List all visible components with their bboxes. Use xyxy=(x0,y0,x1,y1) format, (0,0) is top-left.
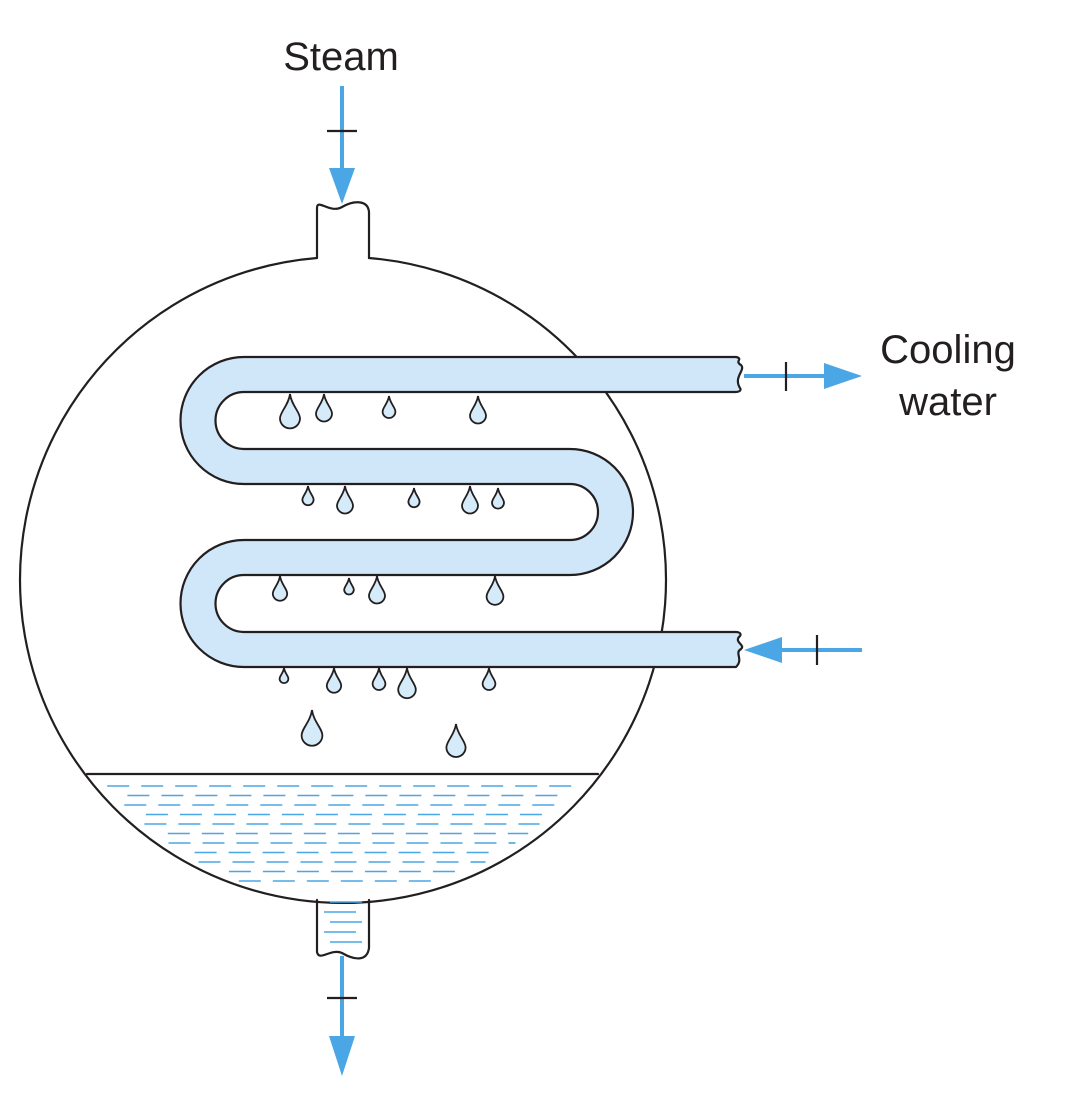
vessel-shell xyxy=(18,256,668,904)
droplet-icon xyxy=(485,575,505,606)
droplet-icon xyxy=(336,485,354,515)
condensate-pool xyxy=(85,772,600,882)
droplet-icon xyxy=(278,667,290,685)
condensate-outlet-nozzle xyxy=(315,898,371,960)
coil-tube xyxy=(179,355,744,669)
cooling-coil xyxy=(179,355,744,669)
nozzle-condensate xyxy=(324,901,362,943)
droplet-icon xyxy=(371,667,387,691)
droplet-icon xyxy=(381,395,397,419)
droplet-icon xyxy=(397,667,417,700)
steam-inlet-nozzle xyxy=(315,201,371,260)
droplet-icon xyxy=(461,485,479,515)
cooling-water-label-line1: Cooling xyxy=(880,328,1016,372)
condensate-outlet-arrow xyxy=(327,956,357,1076)
droplet-icon xyxy=(491,487,505,510)
droplet-icon xyxy=(279,393,301,430)
steam-inlet-arrow xyxy=(327,86,357,204)
droplet-icon xyxy=(343,577,355,596)
droplet-icon xyxy=(469,395,487,425)
droplet-icon xyxy=(368,575,386,605)
droplet-icon xyxy=(301,485,315,507)
droplet-icon xyxy=(271,575,289,602)
cooling-water-outlet-arrow xyxy=(744,362,862,391)
steam-label: Steam xyxy=(283,35,399,79)
droplet-icon xyxy=(407,487,421,509)
droplet-icon xyxy=(445,723,467,758)
droplet-icon xyxy=(325,667,343,694)
cooling-water-inlet-arrow xyxy=(744,635,862,665)
droplet-icon xyxy=(481,667,497,691)
cooling-water-label-line2: water xyxy=(898,380,997,424)
condensate-droplets xyxy=(271,393,505,758)
droplet-icon xyxy=(315,393,333,423)
droplet-icon xyxy=(300,709,324,747)
